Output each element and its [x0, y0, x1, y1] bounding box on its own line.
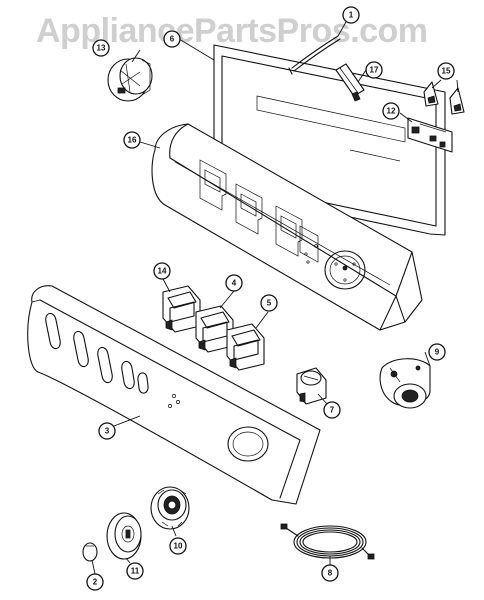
callout-10-label: 10	[174, 542, 183, 551]
part-15-clips[interactable]	[423, 81, 465, 115]
callout-9-label: 9	[435, 348, 440, 357]
callout-16-label: 16	[128, 136, 137, 145]
part-3-control-panel[interactable]	[27, 285, 321, 505]
callout-6: 6	[163, 30, 181, 48]
callout-12: 12	[382, 102, 400, 120]
leader-lines	[91, 21, 459, 575]
part-14-switch[interactable]	[162, 285, 201, 333]
part-17-connector[interactable]	[335, 63, 365, 102]
callout-3: 3	[98, 422, 116, 440]
part-16-console-housing[interactable]	[151, 123, 423, 331]
part-11-dial[interactable]	[106, 512, 142, 560]
callout-3-label: 3	[105, 427, 110, 436]
callout-4-label: 4	[232, 279, 237, 288]
callout-17: 17	[365, 61, 383, 79]
callout-7: 7	[323, 401, 341, 419]
callout-13-label: 13	[97, 44, 106, 53]
callout-14-label: 14	[158, 267, 167, 276]
callout-9: 9	[428, 343, 446, 361]
callout-13: 13	[92, 39, 110, 57]
callout-14: 14	[153, 262, 171, 280]
part-13-timer[interactable]	[107, 57, 153, 102]
callout-10: 10	[169, 537, 187, 555]
callout-5: 5	[260, 294, 278, 312]
callout-12-label: 12	[387, 107, 396, 116]
callout-2: 2	[86, 573, 104, 591]
callout-16: 16	[123, 131, 141, 149]
part-8-wire-harness[interactable]	[280, 523, 375, 560]
callout-8: 8	[321, 564, 339, 582]
part-12-circuit-board[interactable]	[407, 117, 453, 153]
part-10-knob[interactable]	[150, 486, 190, 530]
callout-1-label: 1	[349, 11, 354, 20]
callout-6-label: 6	[170, 35, 175, 44]
callout-11-label: 11	[131, 567, 140, 576]
callout-4: 4	[225, 274, 243, 292]
callout-2-label: 2	[93, 578, 98, 587]
callout-7-label: 7	[330, 406, 335, 415]
callout-1: 1	[342, 6, 360, 24]
callout-15: 15	[437, 62, 455, 80]
part-5-switch[interactable]	[226, 323, 265, 371]
part-2-small-knob[interactable]	[82, 542, 98, 562]
callout-8-label: 8	[328, 569, 333, 578]
part-9-knob-assembly[interactable]	[379, 358, 431, 409]
callout-5-label: 5	[267, 299, 272, 308]
callout-17-label: 17	[370, 66, 379, 75]
part-1-wire-harness[interactable]	[288, 35, 341, 75]
callout-15-label: 15	[442, 67, 451, 76]
callout-11: 11	[126, 562, 144, 580]
